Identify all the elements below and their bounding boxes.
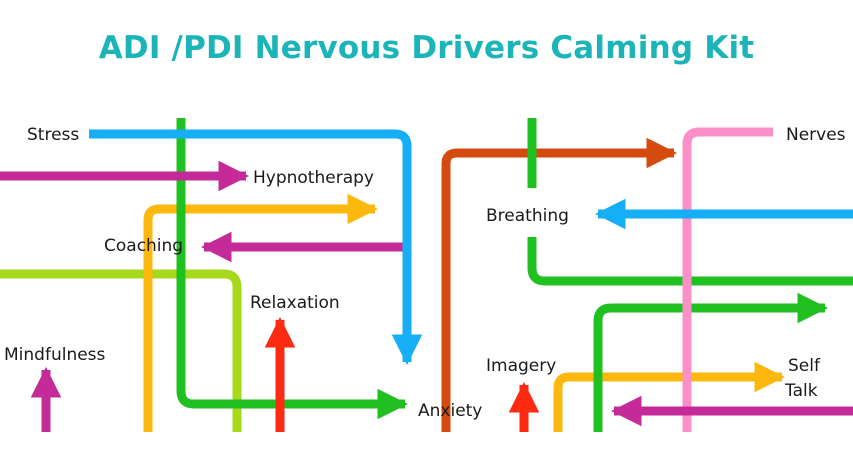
green-line-breathing-bottom	[527, 237, 853, 286]
burnt-orange-line	[441, 137, 678, 432]
blue-line-stress	[89, 129, 423, 366]
green-line-left	[176, 118, 409, 420]
page-title: ADI /PDI Nervous Drivers Calming Kit	[98, 30, 755, 66]
pink-line-nerves	[682, 127, 773, 432]
green-line-right	[593, 292, 829, 432]
yellow-green-line	[0, 269, 242, 432]
orange-line-left	[143, 193, 379, 432]
label-imagery: Imagery	[486, 356, 556, 376]
label-anxiety: Anxiety	[418, 401, 482, 421]
label-self: Self	[788, 356, 821, 376]
label-stress: Stress	[27, 125, 79, 145]
label-talk: Talk	[784, 381, 818, 401]
label-breathing: Breathing	[486, 206, 569, 226]
orange-line-right	[553, 361, 786, 432]
label-nerves: Nerves	[786, 125, 846, 145]
label-hypnotherapy: Hypnotherapy	[253, 168, 374, 188]
label-mindfulness: Mindfulness	[4, 345, 106, 365]
label-relaxation: Relaxation	[250, 293, 340, 313]
label-coaching: Coaching	[104, 236, 183, 256]
